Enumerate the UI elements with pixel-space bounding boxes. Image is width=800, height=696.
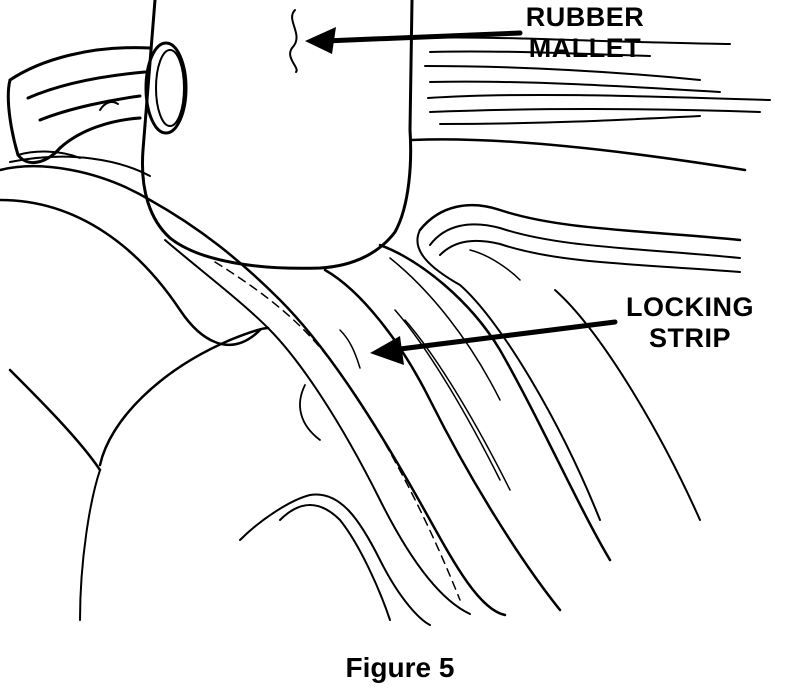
- interior-curves: [0, 200, 430, 625]
- mallet-handle-end: [146, 43, 186, 133]
- windshield-gasket: [0, 157, 610, 615]
- hand-drawing: [8, 48, 150, 163]
- mallet-head: [142, 0, 412, 268]
- rubber-mallet-label: RUBBER MALLET: [510, 2, 660, 64]
- rubber-mallet-label-line-2: MALLET: [528, 33, 642, 63]
- body-panel: [417, 205, 740, 520]
- rubber-mallet-label-line-1: RUBBER: [525, 2, 645, 32]
- locking-strip-label: LOCKING STRIP: [615, 292, 765, 354]
- locking-strip-label-line-1: LOCKING: [626, 292, 754, 322]
- locking-strip-arrow: [370, 322, 615, 365]
- figure-caption: Figure 5: [345, 652, 455, 683]
- locking-strip-label-line-2: STRIP: [648, 323, 731, 353]
- rubber-mallet-arrow: [305, 27, 520, 54]
